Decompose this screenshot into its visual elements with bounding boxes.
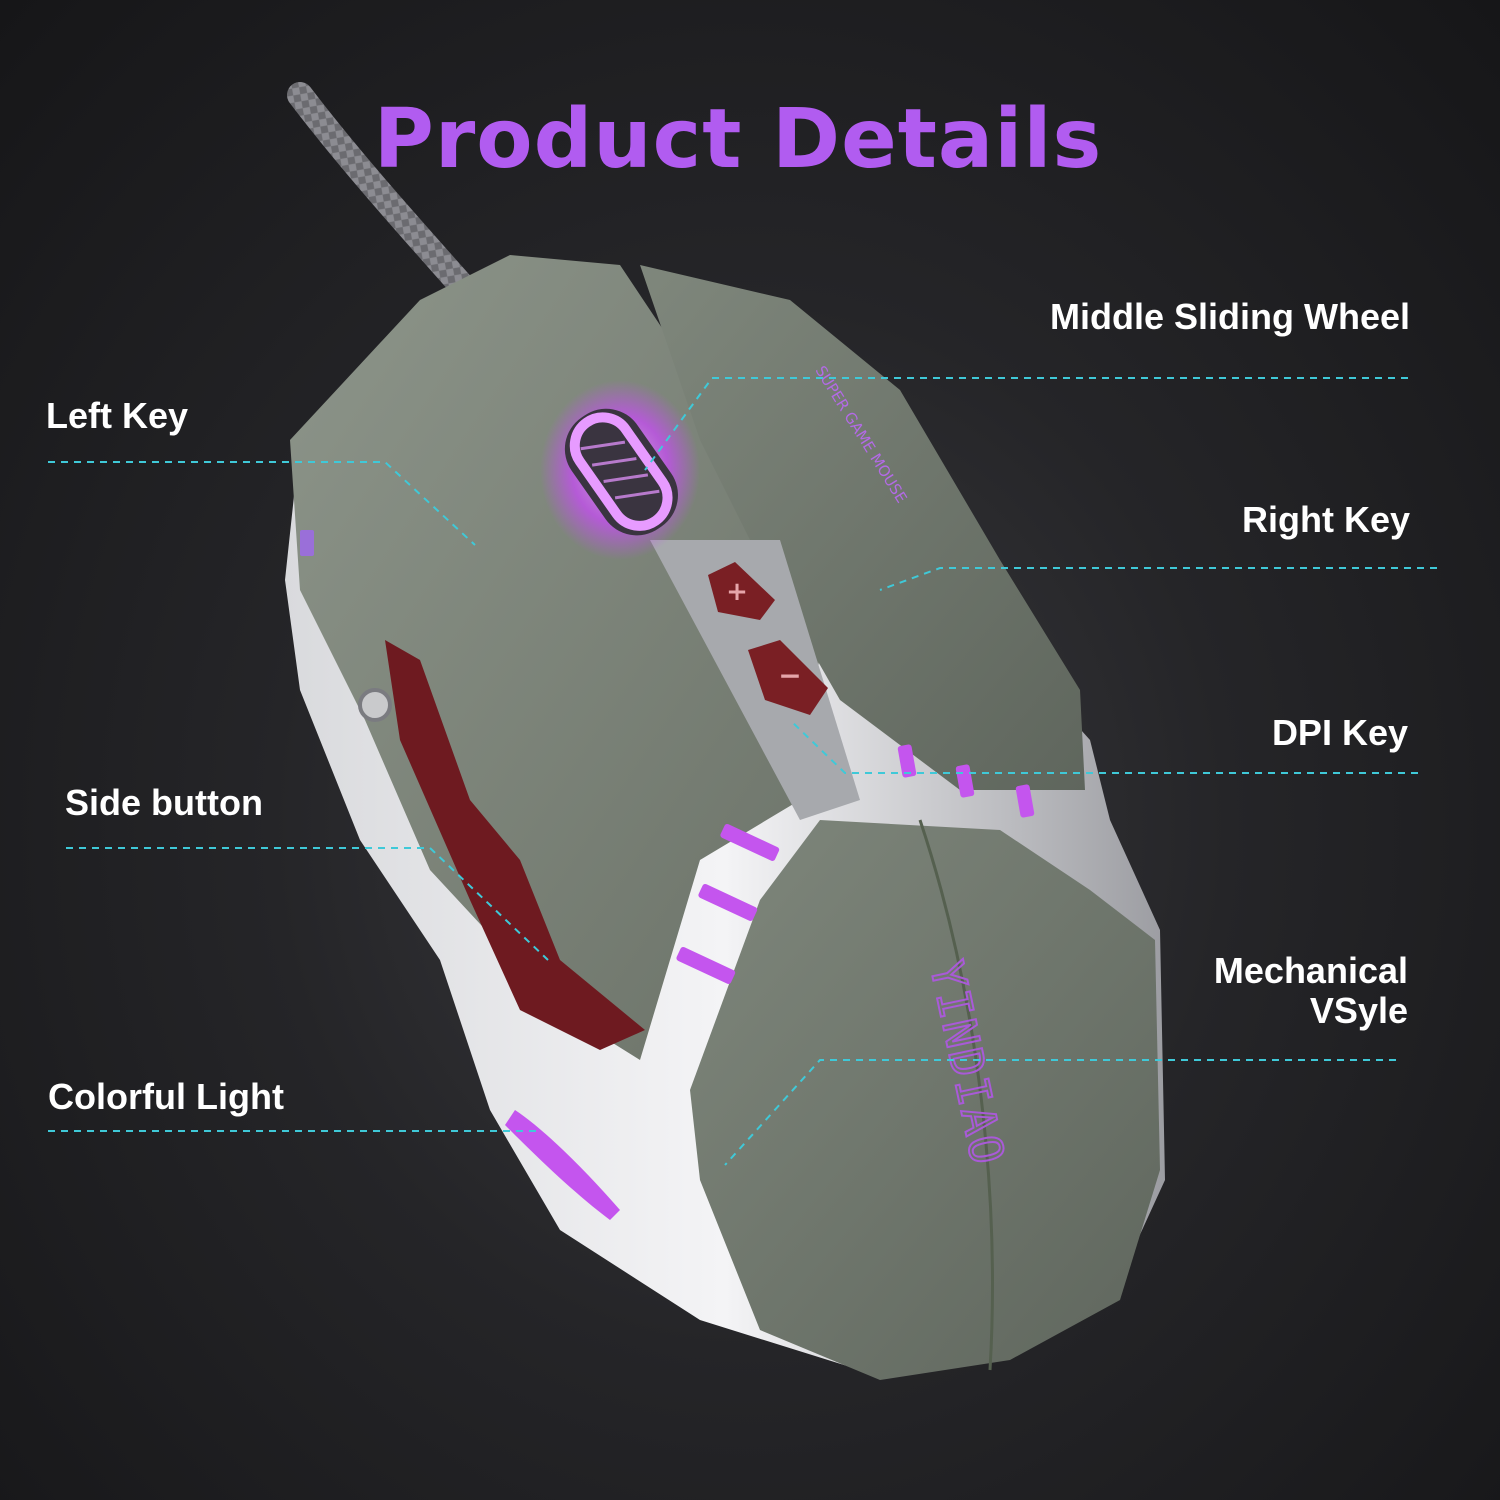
right-key-shell — [640, 265, 1085, 790]
callout-dpi-key: DPI Key — [1271, 712, 1408, 753]
callout-colorful-light: Colorful Light — [48, 1076, 284, 1117]
palm-shell — [690, 820, 1160, 1380]
dpi-up-button: + — [708, 562, 775, 620]
leader-middle-wheel — [644, 377, 1408, 471]
scroll-wheel — [564, 408, 678, 536]
callout-mechanical-line1: Mechanical — [1213, 950, 1408, 991]
leader-right-key — [879, 567, 1437, 591]
side-button — [385, 640, 645, 1050]
side-button-knob — [358, 688, 392, 722]
leader-left-key — [48, 461, 476, 546]
leader-lines — [48, 377, 1437, 1166]
callout-mechanical-line2: VSyle — [1309, 990, 1408, 1031]
callout-right-key: Right Key — [1241, 499, 1410, 540]
callout-middle-sliding-wheel: Middle Sliding Wheel — [1050, 296, 1410, 337]
svg-text:−: − — [778, 659, 801, 692]
dpi-down-button: − — [748, 640, 828, 715]
leader-mechanical — [724, 1059, 1396, 1166]
callout-side-button: Side button — [65, 782, 263, 823]
leader-dpi-key — [789, 719, 1418, 774]
center-spine — [650, 540, 860, 820]
callout-left-key: Left Key — [46, 395, 189, 436]
svg-text:+: + — [726, 577, 748, 607]
page-title: Product Details — [373, 92, 1103, 187]
callout-mechanical-style: Mechanical VSyle — [1214, 951, 1408, 1031]
leader-side-button — [66, 847, 549, 961]
